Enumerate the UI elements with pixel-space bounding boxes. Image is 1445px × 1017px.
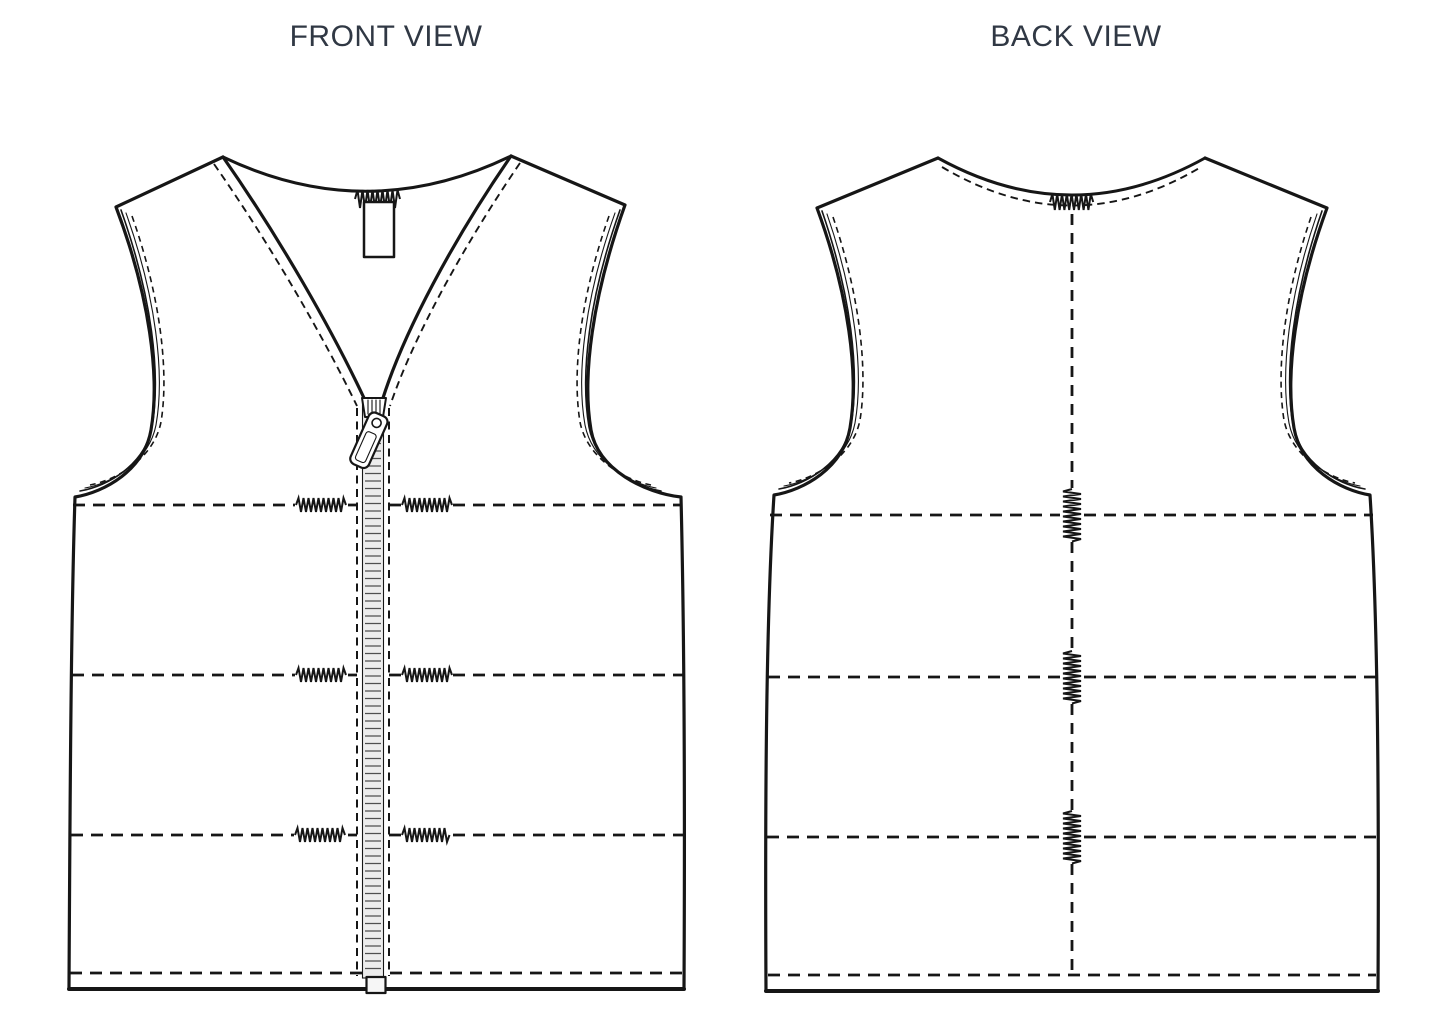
bartack-zigzag <box>1062 810 1082 865</box>
front-neckline-left <box>221 155 366 400</box>
bartack-zigzag <box>1049 193 1095 211</box>
bartack-zigzag <box>295 494 347 513</box>
front-back-neck-curve <box>221 154 513 193</box>
front-quilt-lines <box>71 494 684 846</box>
armhole-binding-line <box>584 209 662 492</box>
zipper-slider-crown-hatch <box>367 399 381 416</box>
front-neckline-topstitch-left <box>213 163 358 407</box>
front-right-armhole-binding <box>576 209 662 492</box>
back-right-silhouette <box>1203 156 1380 993</box>
front-neckline-right <box>381 154 513 400</box>
armhole-binding-line <box>1285 213 1361 487</box>
armhole-binding-line <box>79 209 157 492</box>
zipper-tape <box>361 399 385 979</box>
bartack-zigzag <box>401 494 453 513</box>
armhole-binding-line <box>778 210 856 490</box>
armhole-topstitch <box>89 215 165 486</box>
zipper-bottom-stop <box>365 975 387 995</box>
bartack-zigzag <box>401 664 453 683</box>
front-neck-loop-label <box>362 200 396 259</box>
back-quilt-lines <box>767 513 1377 839</box>
armhole-topstitch <box>788 216 864 484</box>
back-right-armhole-binding <box>1280 210 1366 490</box>
back-left-silhouette <box>764 156 940 993</box>
bartack-zigzag <box>1062 488 1082 543</box>
back-neck-curve <box>936 156 1207 197</box>
armhole-binding-line <box>84 212 160 489</box>
zipper-pull-inner <box>354 431 377 464</box>
back-left-armhole-binding <box>778 210 864 490</box>
zipper-slider <box>349 397 389 470</box>
front-right-silhouette <box>509 154 686 991</box>
zipper-pull-hole <box>371 417 382 429</box>
back-view-sketch <box>764 156 1380 993</box>
front-zipper <box>349 397 390 995</box>
armhole-binding-line <box>1288 210 1366 490</box>
zipper-pull-tab <box>349 411 389 470</box>
bartack-zigzag <box>295 664 347 683</box>
front-left-silhouette <box>67 155 225 991</box>
bartack-zigzag <box>1062 650 1082 705</box>
bartack-zigzag <box>294 824 346 843</box>
front-left-armhole-binding <box>79 209 165 492</box>
armhole-binding-line <box>783 213 859 487</box>
armhole-binding-line <box>581 212 657 489</box>
front-view-title: FRONT VIEW <box>289 20 483 53</box>
front-neckline-topstitch-right <box>389 162 521 407</box>
back-view-title: BACK VIEW <box>990 20 1162 53</box>
back-center-seam <box>1062 214 1082 975</box>
armhole-topstitch <box>576 215 652 486</box>
armhole-topstitch <box>1280 216 1356 484</box>
bartack-zigzag <box>354 189 401 209</box>
front-view-sketch <box>67 154 686 995</box>
bartack-zigzag <box>401 824 451 846</box>
